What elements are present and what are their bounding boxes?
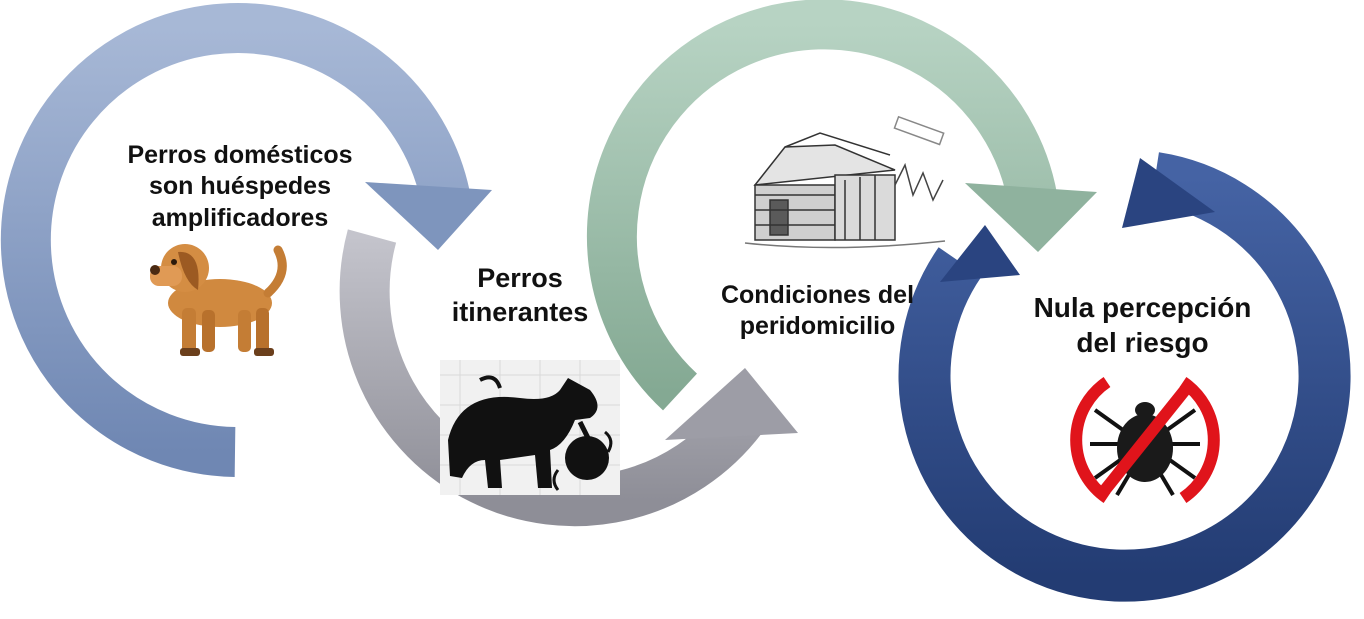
step-3-line-2: peridomicilio bbox=[739, 312, 896, 341]
step-1-line-1: Perros domésticos bbox=[127, 141, 353, 169]
arrow-ring-1 bbox=[0, 3, 492, 477]
shack-house-icon bbox=[744, 115, 946, 249]
step-label-3: Condiciones del peridomicilio bbox=[695, 280, 940, 343]
step-4-line-2: del riesgo bbox=[1076, 327, 1209, 358]
step-1-line-3: amplificadores bbox=[151, 203, 329, 232]
step-label-1: Perros domésticos son huéspedes amplific… bbox=[100, 140, 380, 234]
stray-dog-with-bag-icon bbox=[440, 360, 620, 495]
step-2-line-2: itinerantes bbox=[451, 296, 589, 327]
step-label-2: Perros itinerantes bbox=[420, 262, 620, 330]
dog-icon bbox=[150, 244, 287, 356]
arrow-ring-4 bbox=[898, 152, 1351, 602]
step-3-line-1: Condiciones del bbox=[720, 281, 915, 309]
step-1-line-2: son huéspedes bbox=[149, 172, 331, 201]
step-label-4: Nula percepción del riesgo bbox=[1005, 290, 1280, 360]
tick-prohibited-icon bbox=[1070, 377, 1220, 503]
arrow-ring-3 bbox=[586, 0, 1097, 411]
step-4-line-1: Nula percepción bbox=[1033, 292, 1252, 323]
step-2-line-1: Perros bbox=[477, 263, 563, 293]
